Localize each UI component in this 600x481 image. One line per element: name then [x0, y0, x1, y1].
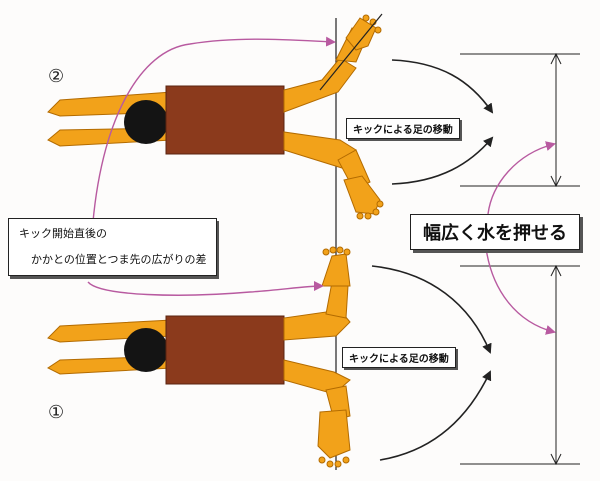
swimmer-2-legs	[283, 14, 384, 220]
kick-start-note: キック開始直後の かかとの位置とつま先の広がりの差	[8, 218, 218, 276]
wide-push-callout: 幅広く水を押せる	[410, 214, 580, 250]
swimmer-1	[47, 246, 351, 468]
pink-arrow-to-bottom-width	[485, 247, 556, 335]
swimmer-1-torso	[165, 315, 285, 385]
swimmer-2-number: ②	[48, 66, 64, 87]
swimmer-2-head	[124, 100, 168, 144]
swimmer-2	[47, 13, 384, 220]
swimmer-1-number: ①	[48, 402, 64, 423]
pink-arrow-to-bottom-foot	[87, 281, 324, 296]
kick-movement-label-bottom: キックによる足の移動	[342, 347, 456, 368]
kick-arrow-bottom-upper	[371, 265, 492, 354]
kick-start-note-line2: かかとの位置とつま先の広がりの差	[31, 253, 207, 266]
pink-arrow-to-top-foot	[91, 36, 336, 235]
width-dimension-bottom	[460, 264, 580, 466]
kick-arrow-top-upper	[391, 59, 494, 114]
swimmer-2-torso	[165, 85, 285, 155]
width-dimension-top	[460, 52, 580, 188]
swimmer-1-head	[124, 328, 168, 372]
kick-arrow-bottom-lower	[379, 370, 492, 461]
kick-start-note-line1: キック開始直後の	[19, 227, 107, 240]
swimmer-2-reference-stick	[319, 13, 383, 91]
swimmer-1-legs	[283, 246, 351, 468]
kick-arrow-top-lower	[391, 136, 494, 185]
kick-movement-label-top: キックによる足の移動	[346, 118, 460, 139]
pink-arrow-to-top-width	[487, 141, 556, 215]
